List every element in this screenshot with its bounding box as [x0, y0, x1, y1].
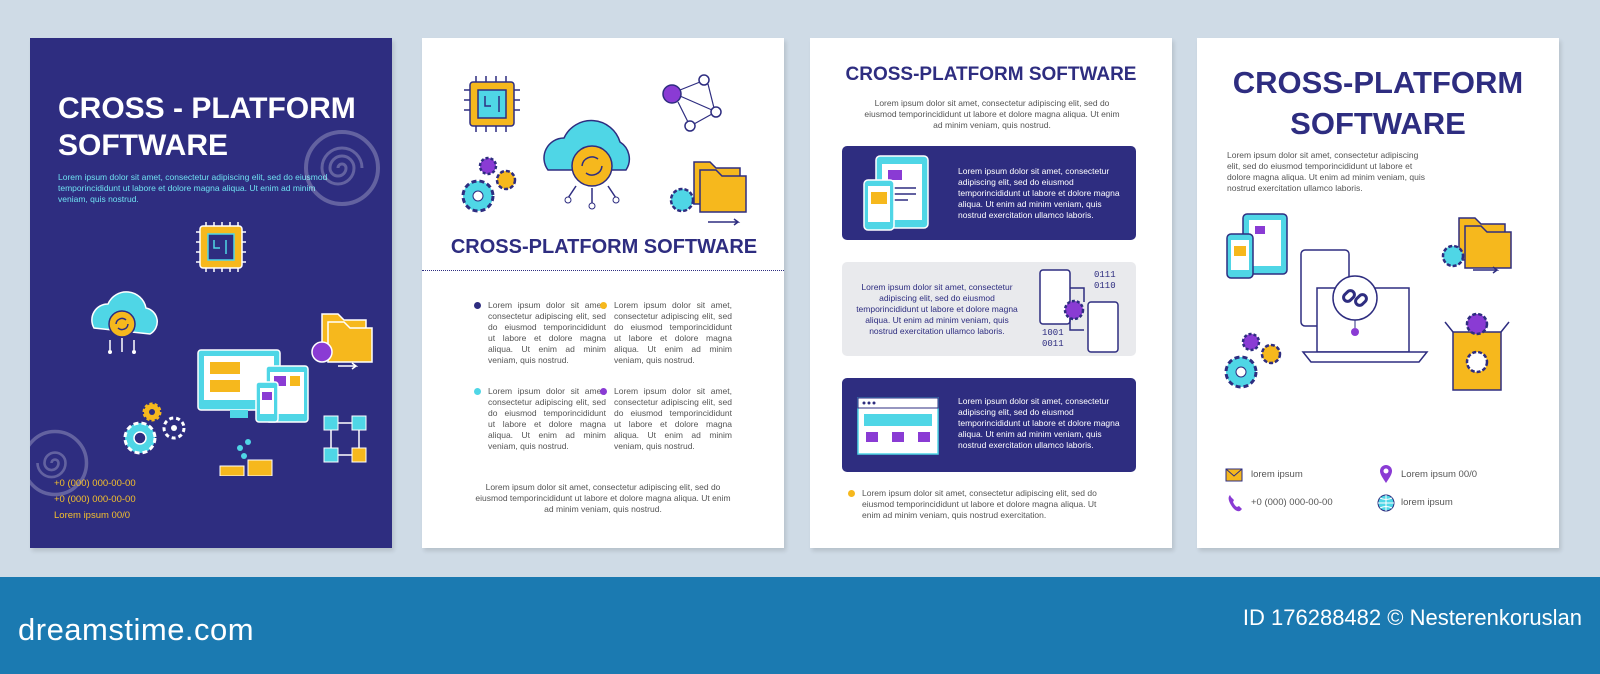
- phone-icon: [1227, 494, 1243, 517]
- brochure-page-details: CROSS-PLATFORM SOFTWARE Lorem ipsum dolo…: [810, 38, 1172, 548]
- band-2-text: Lorem ipsum dolor sit amet, consectetur …: [856, 282, 1018, 336]
- feature-bullet-4: Lorem ipsum dolor sit amet, consectetur …: [600, 386, 732, 452]
- gears-icon: [123, 402, 186, 455]
- contact-email: lorem ipsum: [1251, 469, 1303, 480]
- contacts-title-line2: SOFTWARE: [1290, 106, 1466, 141]
- contact-phone: +0 (000) 000-00-00: [1251, 497, 1333, 508]
- details-title: CROSS-PLATFORM SOFTWARE: [845, 64, 1137, 85]
- bullet-dot-4: [600, 388, 607, 395]
- info-band-1: Lorem ipsum dolor sit amet, consectetur …: [842, 146, 1136, 240]
- contacts-intro: Lorem ipsum dolor sit amet, consectetur …: [1227, 150, 1425, 193]
- watermark-swirl-icon: [30, 429, 89, 497]
- brochure-page-contacts: CROSS-PLATFORM SOFTWARE Lorem ipsum dolo…: [1197, 38, 1559, 548]
- mail-icon: [1225, 468, 1243, 487]
- contacts-title: CROSS-PLATFORM SOFTWARE: [1197, 62, 1559, 144]
- folder-icon: [311, 313, 373, 370]
- band-3-text: Lorem ipsum dolor sit amet, consectetur …: [958, 396, 1120, 450]
- cover-illustration: [91, 222, 373, 476]
- bullet-text: Lorem ipsum dolor sit amet, consectetur …: [614, 300, 732, 365]
- cover-contacts: +0 (000) 000-00-00 +0 (000) 000-00-00 Lo…: [54, 476, 136, 524]
- bullet-text: Lorem ipsum dolor sit amet, consectetur …: [488, 300, 606, 365]
- gears-icon: [1224, 332, 1282, 389]
- globe-icon: [1377, 494, 1395, 517]
- details-footer-text: Lorem ipsum dolor sit amet, consectetur …: [862, 488, 1097, 520]
- features-title: CROSS-PLATFORM SOFTWARE: [450, 236, 758, 258]
- info-band-2: Lorem ipsum dolor sit amet, consectetur …: [842, 262, 1136, 356]
- binary-top: 0111 0110: [1094, 270, 1116, 292]
- contact-address: Lorem ipsum 00/0: [1401, 469, 1478, 480]
- folder-icon: [1441, 217, 1512, 274]
- image-credit: ID 176288482 © Nesterenkoruslan: [1242, 605, 1582, 630]
- binary-bottom: 1001 0011: [1042, 328, 1064, 350]
- dotted-divider: [422, 270, 784, 271]
- watermark-swirl-icon: [304, 130, 380, 206]
- contacts-title-line1: CROSS-PLATFORM: [1232, 65, 1524, 100]
- gears-icon: [461, 156, 517, 213]
- feature-bullet-1: Lorem ipsum dolor sit amet, consectetur …: [474, 300, 606, 366]
- binary-top-line1: 0111: [1094, 270, 1116, 280]
- info-band-3: Lorem ipsum dolor sit amet, consectetur …: [842, 378, 1136, 472]
- contact-web: lorem ipsum: [1401, 497, 1453, 508]
- laptop-link-icon: [1300, 249, 1429, 363]
- footer-bullet-dot: [848, 490, 855, 497]
- details-intro: Lorem ipsum dolor sit amet, consectetur …: [864, 98, 1120, 130]
- tablet-phone-icon: [1226, 213, 1288, 279]
- cover-title-line1: CROSS - PLATFORM: [58, 92, 356, 125]
- bullet-dot-3: [474, 388, 481, 395]
- feature-bullet-3: Lorem ipsum dolor sit amet, consectetur …: [474, 386, 606, 452]
- network-icon: [662, 74, 722, 132]
- brochure-page-cover: CROSS - PLATFORM SOFTWARE Lorem ipsum do…: [30, 38, 392, 548]
- cover-intro: Lorem ipsum dolor sit amet, consectetur …: [58, 172, 328, 204]
- features-illustration: [461, 74, 747, 226]
- chip-icon: [464, 76, 520, 132]
- browser-window-icon: [857, 397, 939, 455]
- brochure-page-features: CROSS-PLATFORM SOFTWARE Lorem ipsum dolo…: [422, 38, 784, 548]
- binary-bottom-line1: 1001: [1042, 328, 1064, 338]
- tablet-phone-icon: [863, 155, 929, 231]
- coins-icon: [219, 439, 273, 476]
- box-gear-icon: [1444, 312, 1510, 391]
- bullet-dot-1: [474, 302, 481, 309]
- feature-bullet-2: Lorem ipsum dolor sit amet, consectetur …: [600, 300, 732, 366]
- chip-icon: [196, 222, 246, 272]
- features-footer-text: Lorem ipsum dolor sit amet, consectetur …: [475, 482, 731, 514]
- cover-phone-1: +0 (000) 000-00-00: [54, 478, 136, 489]
- bullet-text: Lorem ipsum dolor sit amet, consectetur …: [614, 386, 732, 451]
- cloud-sync-icon: [91, 291, 158, 354]
- cover-phone-2: +0 (000) 000-00-00: [54, 494, 136, 505]
- cover-title-line2: SOFTWARE: [58, 129, 228, 162]
- cover-title: CROSS - PLATFORM SOFTWARE: [58, 90, 378, 164]
- devices-sync-icon: [1039, 269, 1119, 353]
- binary-top-line2: 0110: [1094, 281, 1116, 291]
- bullet-text: Lorem ipsum dolor sit amet, consectetur …: [488, 386, 606, 451]
- bullet-dot-2: [600, 302, 607, 309]
- band-1-text: Lorem ipsum dolor sit amet, consectetur …: [958, 166, 1120, 220]
- dreamstime-logo: dreamstime.com: [18, 612, 255, 647]
- binary-bottom-line2: 0011: [1042, 339, 1064, 349]
- cover-address: Lorem ipsum 00/0: [54, 510, 131, 521]
- location-pin-icon: [1379, 464, 1393, 489]
- stock-footer-bar: [0, 577, 1600, 674]
- monitor-tablet-icon: [197, 349, 309, 423]
- cloud-sync-icon: [543, 119, 631, 210]
- folder-icon: [669, 161, 747, 226]
- blockchain-icon: [323, 415, 367, 463]
- contacts-illustration: [1224, 213, 1512, 391]
- details-footer: Lorem ipsum dolor sit amet, consectetur …: [848, 488, 1112, 521]
